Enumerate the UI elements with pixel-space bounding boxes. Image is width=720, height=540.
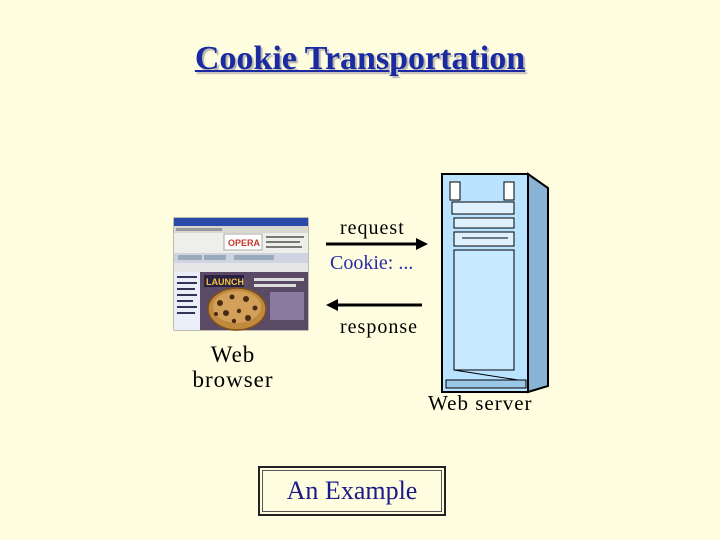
an-example-button-label: An Example (286, 476, 418, 505)
web-browser-label-line1: Web (210, 342, 256, 367)
arrow-right-icon (326, 238, 428, 250)
web-browser-label-line2: browser (192, 367, 274, 393)
screen-brand: OPERA (228, 238, 261, 248)
screen-banner: LAUNCH (206, 277, 244, 287)
page-title: Cookie Transportation (194, 40, 526, 77)
server-tower-icon (441, 172, 549, 394)
cookie-header-label: Cookie: ... (330, 252, 414, 274)
web-server-label: Web server (428, 391, 533, 415)
arrow-left-icon (326, 299, 422, 311)
request-label: request (340, 217, 405, 239)
an-example-button[interactable]: An Example (258, 466, 446, 516)
web-browser-label: Web browser (178, 342, 288, 393)
browser-screenshot-icon: OPERA LAUNCH (173, 217, 309, 331)
response-label: response (340, 316, 418, 338)
cookie-icon (207, 287, 267, 331)
